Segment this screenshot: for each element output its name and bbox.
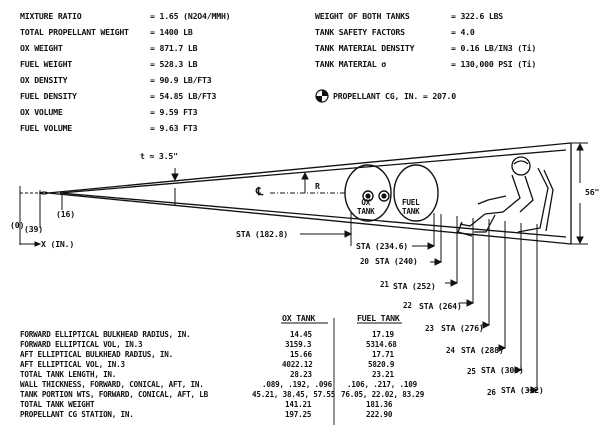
station-prefix: 21 <box>380 280 389 289</box>
station-label: STA (252) <box>393 281 436 291</box>
table-row-label: TOTAL TANK LENGTH, IN. <box>20 370 117 379</box>
table-cell-fuel: 222.90 <box>366 410 393 419</box>
table-cell-ox: 141.21 <box>285 400 312 409</box>
param-label: MIXTURE RATIO <box>20 11 82 21</box>
table-cell-fuel: 5314.68 <box>366 340 397 349</box>
param-value: = 4.0 <box>451 27 475 37</box>
table-cell-fuel: 17.71 <box>372 350 394 359</box>
table-cell-ox: 14.45 <box>290 330 312 339</box>
table-cell-ox: 3159.3 <box>285 340 312 349</box>
param-value: = 9.63 FT3 <box>150 123 198 133</box>
station-prefix: 26 <box>487 388 496 397</box>
fuel-tank-label: FUEL TANK <box>402 198 420 216</box>
station-label: STA (276) <box>441 323 484 333</box>
station-0-label: (0) <box>10 220 25 230</box>
table-cell-ox: 15.66 <box>290 350 312 359</box>
param-label: OX WEIGHT <box>20 43 63 53</box>
ox-tank-label: OX TANK <box>357 198 375 216</box>
table-cell-ox: .089, .192, .096 <box>262 380 332 389</box>
station-label: STA (312) <box>501 385 544 395</box>
param-label: FUEL VOLUME <box>20 123 73 133</box>
station-16-label: (16) <box>56 209 75 219</box>
station-prefix: 22 <box>403 301 412 310</box>
param-label: TANK SAFETY FACTORS <box>315 27 405 37</box>
param-value: = 9.59 FT3 <box>150 107 198 117</box>
param-label: FUEL DENSITY <box>20 91 77 101</box>
param-value: = 871.7 LB <box>150 43 198 53</box>
station-label: STA (182.8) <box>236 229 289 239</box>
table-cell-ox: 45.21, 38.45, 57.55 <box>252 390 336 399</box>
station-39-label: (39) <box>24 224 43 234</box>
table-row-label: PROPELLANT CG STATION, IN. <box>20 410 134 419</box>
station-label: STA (300) <box>481 365 524 375</box>
station-prefix: 20 <box>360 257 369 266</box>
table-row-label: TOTAL TANK WEIGHT <box>20 400 95 409</box>
table-row-label: FORWARD ELLIPTICAL VOL, IN.3 <box>20 340 143 349</box>
table-row-label: FORWARD ELLIPTICAL BULKHEAD RADIUS, IN. <box>20 330 191 339</box>
param-value: = 1400 LB <box>150 27 193 37</box>
table-cell-ox: 4022.12 <box>282 360 313 369</box>
param-value: = 322.6 LBS <box>451 11 504 21</box>
param-value: = 90.9 LB/FT3 <box>150 75 212 85</box>
cg-note: PROPELLANT CG, IN. = 207.0 <box>333 91 456 101</box>
table-row-label: AFT ELLIPTICAL BULKHEAD RADIUS, IN. <box>20 350 174 359</box>
station-label: STA (288) <box>461 345 504 355</box>
param-label: OX VOLUME <box>20 107 63 117</box>
radius-label: R <box>315 181 320 191</box>
param-value: = 130,000 PSI (Ti) <box>451 59 537 69</box>
table-cell-fuel: 23.21 <box>372 370 394 379</box>
param-label: TANK MATERIAL σ <box>315 59 386 69</box>
column-header-fuel: FUEL TANK <box>357 313 400 323</box>
table-cell-fuel: 5820.9 <box>368 360 395 369</box>
table-cell-ox: 197.25 <box>285 410 312 419</box>
station-label: STA (240) <box>375 256 418 266</box>
thickness-label: t ≈ 3.5" <box>140 151 178 161</box>
param-label: WEIGHT OF BOTH TANKS <box>315 11 410 21</box>
table-cell-fuel: 17.19 <box>372 330 394 339</box>
param-label: FUEL WEIGHT <box>20 59 73 69</box>
param-value: = 528.3 LB <box>150 59 198 69</box>
centerline-symbol: ℄ <box>256 185 263 198</box>
table-cell-fuel: .106, .217, .109 <box>347 380 417 389</box>
height-label: 56" <box>585 187 600 197</box>
station-label: STA (264) <box>419 301 462 311</box>
param-label: OX DENSITY <box>20 75 68 85</box>
column-header-ox: OX TANK <box>282 313 316 323</box>
param-value: = 0.16 LB/IN3 (Ti) <box>451 43 537 53</box>
param-value: = 54.85 LB/FT3 <box>150 91 217 101</box>
station-prefix: 25 <box>467 367 476 376</box>
table-row-label: WALL THICKNESS, FORWARD, CONICAL, AFT, I… <box>20 380 204 389</box>
station-prefix: 24 <box>446 346 455 355</box>
x-axis-label: X (IN.) <box>41 239 75 249</box>
table-cell-ox: 28.23 <box>290 370 312 379</box>
table-cell-fuel: 76.05, 22.02, 83.29 <box>341 390 425 399</box>
param-label: TOTAL PROPELLANT WEIGHT <box>20 27 129 37</box>
station-prefix: 23 <box>425 324 434 333</box>
param-label: TANK MATERIAL DENSITY <box>315 43 415 53</box>
param-value: = 1.65 (N2O4/MMH) <box>150 11 231 21</box>
table-row-label: AFT ELLIPTICAL VOL, IN.3 <box>20 360 125 369</box>
station-label: STA (234.6) <box>356 241 409 251</box>
table-row-label: TANK PORTION WTS, FORWARD, CONICAL, AFT,… <box>20 390 208 399</box>
table-cell-fuel: 181.36 <box>366 400 393 409</box>
